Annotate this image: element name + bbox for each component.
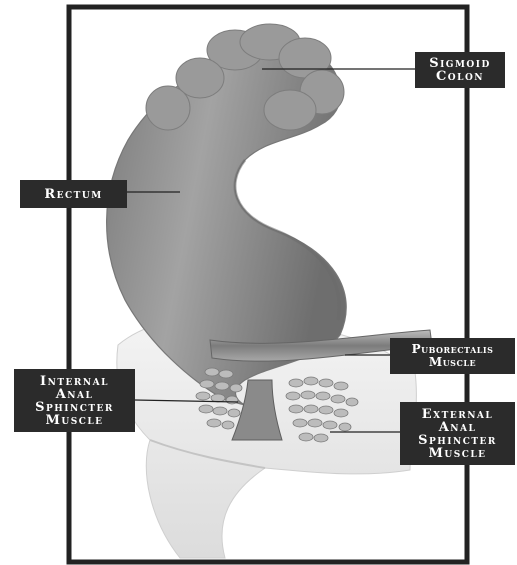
label-external-line1: External: [404, 408, 511, 421]
label-sigmoid-colon: Sigmoid Colon: [415, 52, 505, 88]
label-external-line2: Anal: [404, 421, 511, 434]
label-external-line3: Sphincter: [404, 434, 511, 447]
label-internal-line2: Anal: [18, 388, 131, 401]
label-internal-line3: Sphincter: [18, 401, 131, 414]
label-external-anal-sphincter: External Anal Sphincter Muscle: [400, 402, 515, 465]
label-internal-anal-sphincter: Internal Anal Sphincter Muscle: [14, 369, 135, 432]
label-rectum: Rectum: [20, 180, 127, 208]
label-puborectalis-line2: Muscle: [394, 356, 511, 369]
label-sigmoid-colon-line2: Colon: [419, 70, 501, 83]
label-internal-line1: Internal: [18, 375, 131, 388]
label-rectum-line1: Rectum: [24, 188, 123, 201]
label-external-line4: Muscle: [404, 447, 511, 460]
label-puborectalis-muscle: Puborectalis Muscle: [390, 338, 515, 374]
label-internal-line4: Muscle: [18, 414, 131, 427]
